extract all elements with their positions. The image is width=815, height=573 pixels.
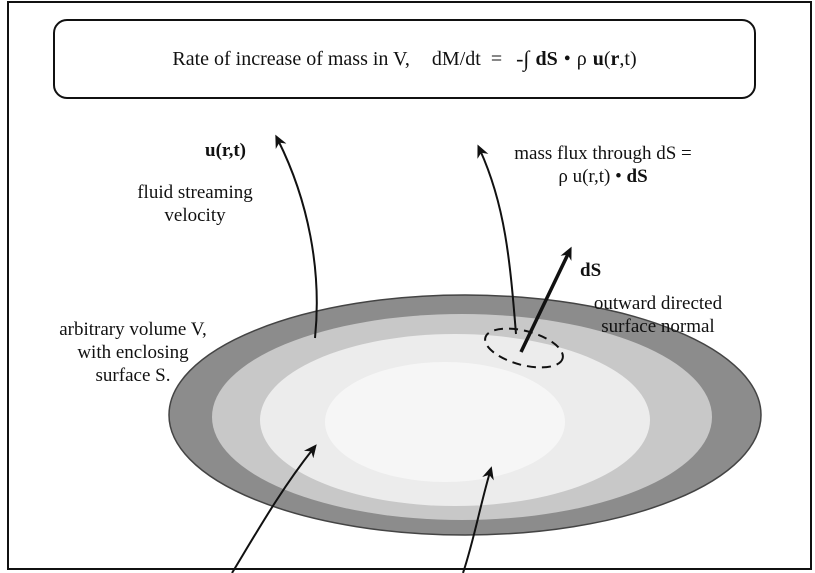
- figure-frame: [7, 1, 812, 570]
- mass-flux-rho-u: ρ u(r,t): [558, 166, 611, 187]
- equation-prefix: Rate of increase of mass in V,: [172, 47, 410, 70]
- mass-flux-arrow: [477, 144, 517, 335]
- fluid-velocity-line2: velocity: [164, 205, 226, 226]
- normal-vector-arrow: [519, 246, 572, 353]
- equation-r: r: [610, 47, 620, 70]
- surface-normal-label: outward directed surface normal: [563, 292, 753, 338]
- volume-core: [325, 362, 565, 482]
- velocity-label: u(r,t): [205, 139, 246, 162]
- equation-args-close: ,t): [619, 47, 637, 70]
- equation-lhs: dM/dt: [431, 47, 481, 70]
- fluid-velocity-line1: fluid streaming: [137, 182, 253, 203]
- equation-ds: dS: [535, 47, 558, 70]
- bottom-pointer-arrow-right: [462, 466, 494, 573]
- volume-line2: with enclosing: [77, 342, 189, 363]
- equation-rho: ρ: [576, 47, 587, 70]
- mass-flux-line2: ρ u(r,t) • dS: [468, 165, 738, 188]
- mass-flux-dot: •: [615, 166, 622, 187]
- mass-flux-line1: mass flux through dS =: [514, 143, 692, 164]
- velocity-streamline-arrow: [275, 134, 318, 339]
- equation-box: Rate of increase of mass in V, dM/dt = -…: [53, 19, 756, 99]
- volume-line1: arbitrary volume V,: [59, 319, 207, 340]
- volume-line3: surface S.: [95, 365, 171, 386]
- surface-normal-line1: outward directed: [593, 293, 723, 314]
- surface-element-ds: [484, 327, 564, 369]
- fluid-velocity-label: fluid streaming velocity: [110, 181, 280, 227]
- bottom-pointer-arrow-left: [231, 444, 317, 573]
- surface-normal-line2: surface normal: [601, 316, 715, 337]
- normal-vector-label: dS: [580, 260, 602, 281]
- mass-flux-ds: dS: [626, 166, 648, 187]
- equation-dot: •: [563, 47, 571, 70]
- velocity-label-text: u(r,t): [205, 140, 246, 161]
- mass-flux-label: mass flux through dS = ρ u(r,t) • dS: [468, 142, 738, 188]
- volume-label: arbitrary volume V, with enclosing surfa…: [18, 318, 248, 387]
- equation-args-open: (: [603, 47, 611, 70]
- equation-integral: -∫: [516, 46, 530, 71]
- equation-equals: =: [490, 47, 503, 70]
- equation-u: u: [592, 47, 604, 70]
